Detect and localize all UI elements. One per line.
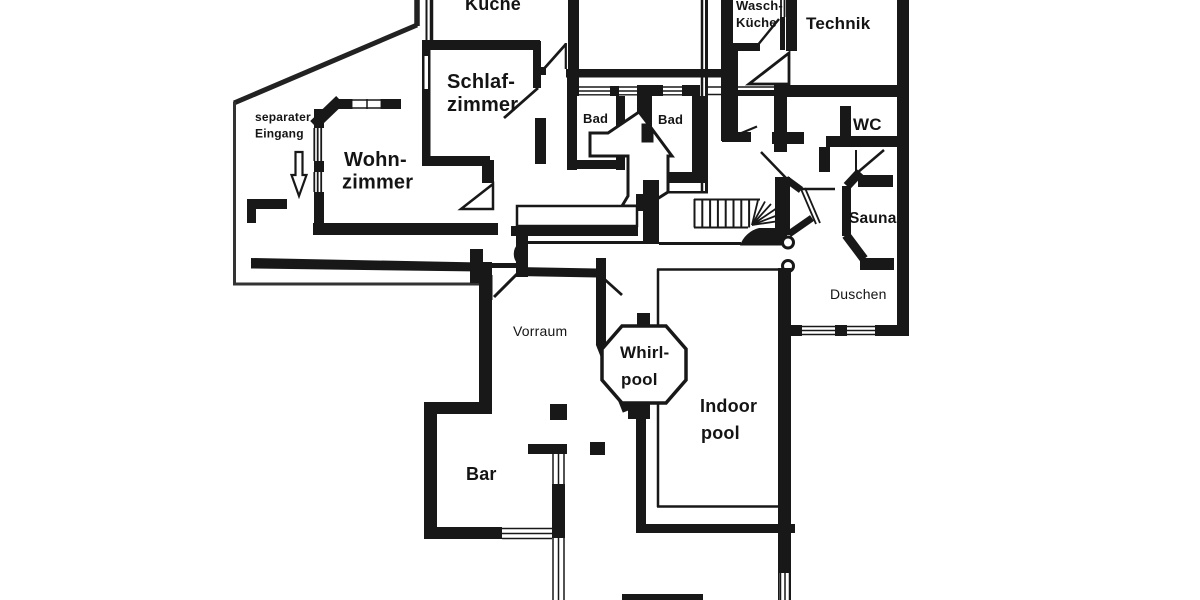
svg-text:WC: WC (853, 115, 882, 134)
svg-text:zimmer: zimmer (342, 172, 413, 194)
svg-text:pool: pool (701, 423, 740, 443)
svg-text:Vorraum: Vorraum (513, 323, 567, 339)
svg-text:Bad: Bad (658, 112, 683, 127)
svg-text:Küche: Küche (465, 0, 521, 14)
svg-text:zimmer: zimmer (447, 94, 518, 116)
svg-text:Bad: Bad (583, 111, 608, 126)
svg-text:Eingang: Eingang (255, 127, 304, 141)
svg-text:Küche: Küche (736, 15, 777, 30)
svg-text:Bar: Bar (466, 464, 497, 484)
svg-text:separater: separater (255, 110, 311, 124)
svg-text:Whirl-: Whirl- (620, 343, 669, 362)
svg-text:Wasch-: Wasch- (736, 0, 783, 13)
svg-text:Indoor: Indoor (700, 396, 757, 416)
svg-text:Duschen: Duschen (830, 286, 887, 302)
svg-text:Wohn-: Wohn- (344, 149, 407, 171)
svg-text:Sauna: Sauna (849, 210, 897, 227)
svg-text:pool: pool (621, 370, 658, 389)
svg-text:Technik: Technik (806, 14, 871, 33)
svg-text:Schlaf-: Schlaf- (447, 71, 515, 93)
